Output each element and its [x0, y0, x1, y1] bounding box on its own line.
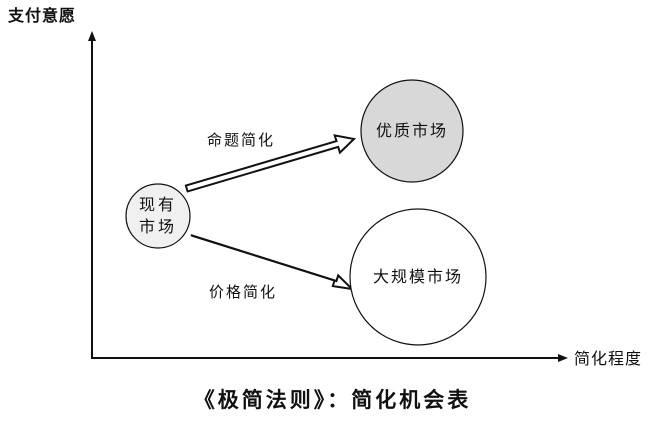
y-axis-label: 支付意愿 [8, 6, 77, 25]
caption: 《极简法则》：简化机会表 [193, 387, 472, 412]
mass-market-circle [349, 208, 487, 346]
upper-arrow [184, 134, 357, 193]
premium-market-label: 优质市场 [375, 121, 449, 140]
upper-arrow-label: 命题简化 [207, 131, 276, 149]
lower-arrow-label: 价格简化 [209, 283, 278, 301]
lower-arrow [190, 234, 355, 291]
premium-market-circle [360, 79, 464, 183]
current-market-label: 现有 市场 [139, 194, 177, 238]
x-axis-label: 简化程度 [574, 349, 643, 368]
current-market-line2: 市场 [138, 217, 178, 236]
current-market-line1: 现有 [138, 195, 178, 214]
mass-market-label: 大规模市场 [372, 267, 464, 286]
current-market-circle [125, 183, 191, 249]
